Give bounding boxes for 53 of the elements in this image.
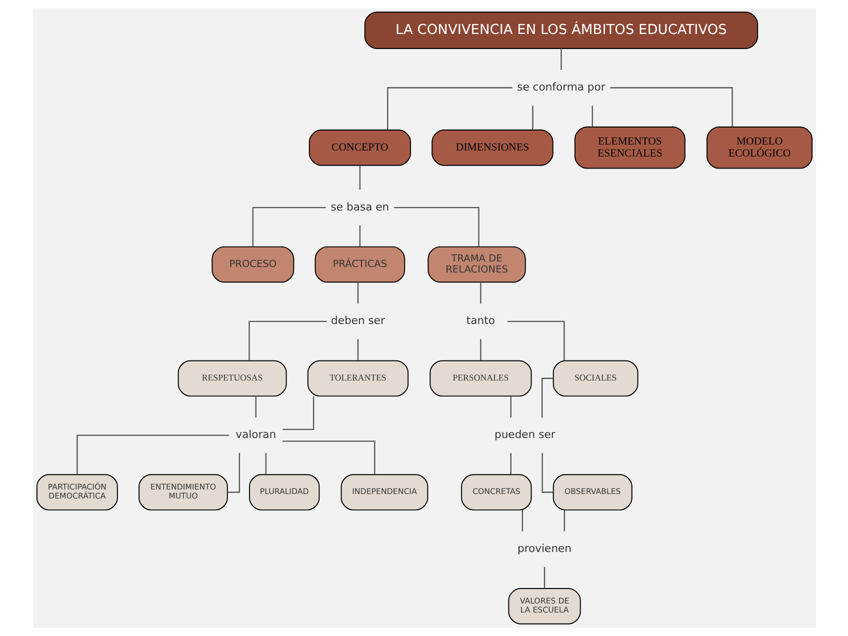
node-box: TOLERANTES	[306, 360, 408, 397]
node-box: CONCEPTO	[308, 129, 410, 166]
connector	[248, 320, 326, 361]
node-text: provienen	[517, 542, 572, 555]
node-box: SOCIALES	[552, 360, 638, 397]
node-text: se conforma por	[516, 80, 605, 94]
connector	[563, 510, 564, 532]
connector	[510, 453, 511, 474]
connector	[252, 206, 326, 247]
node-box: PLURALIDAD	[248, 474, 320, 510]
connector	[560, 48, 562, 70]
node-box: INDEPENDENCIA	[340, 474, 428, 510]
node-text: se basa en	[330, 200, 389, 214]
node-box: PERSONALES	[429, 360, 532, 397]
node-box: OBSERVABLES	[552, 474, 632, 510]
node-box: PRÁCTICAS	[314, 246, 405, 283]
connector	[532, 106, 533, 130]
node-box: ELEMENTOS ESENCIALES	[574, 126, 685, 169]
connector	[393, 206, 479, 247]
connector	[480, 339, 481, 360]
connector	[480, 282, 481, 304]
connector	[540, 378, 553, 418]
connector	[358, 166, 360, 190]
node-box: MODELO ECOLÓGICO	[706, 126, 812, 169]
node-box: TRAMA DE RELACIONES	[427, 246, 526, 283]
connector	[591, 106, 592, 127]
connector	[356, 282, 358, 304]
node-box: ENTENDIMIENTO MUTUO	[138, 474, 228, 510]
connector	[254, 396, 256, 418]
connector	[541, 453, 553, 493]
node-box: CONCRETAS	[460, 474, 532, 510]
connector	[521, 510, 523, 532]
node-box: PROCESO	[211, 246, 294, 283]
connector	[264, 453, 266, 474]
node-text: valoran	[235, 428, 276, 442]
connector	[507, 320, 564, 361]
node-box: RESPETUOSAS	[177, 360, 286, 397]
node-box: PARTICIPACIÓN DEMOCRÁTICA	[36, 474, 118, 510]
node-box: VALORES DE LA ESCUELA	[508, 588, 580, 624]
connector	[282, 440, 375, 474]
node-box: DIMENSIONES	[431, 129, 553, 166]
node-text: tanto	[466, 314, 494, 328]
connector	[386, 87, 512, 130]
connector	[510, 396, 511, 418]
connector	[76, 434, 229, 475]
node-text: pueden ser	[494, 428, 555, 442]
connector	[282, 396, 314, 430]
connector	[358, 225, 360, 247]
connector	[356, 339, 358, 360]
connector	[543, 566, 545, 588]
connector	[610, 87, 732, 127]
node-text: deben ser	[330, 314, 384, 328]
node-box: LA CONVIVENCIA EN LOS ÁMBITOS EDUCATIVOS	[364, 12, 758, 49]
